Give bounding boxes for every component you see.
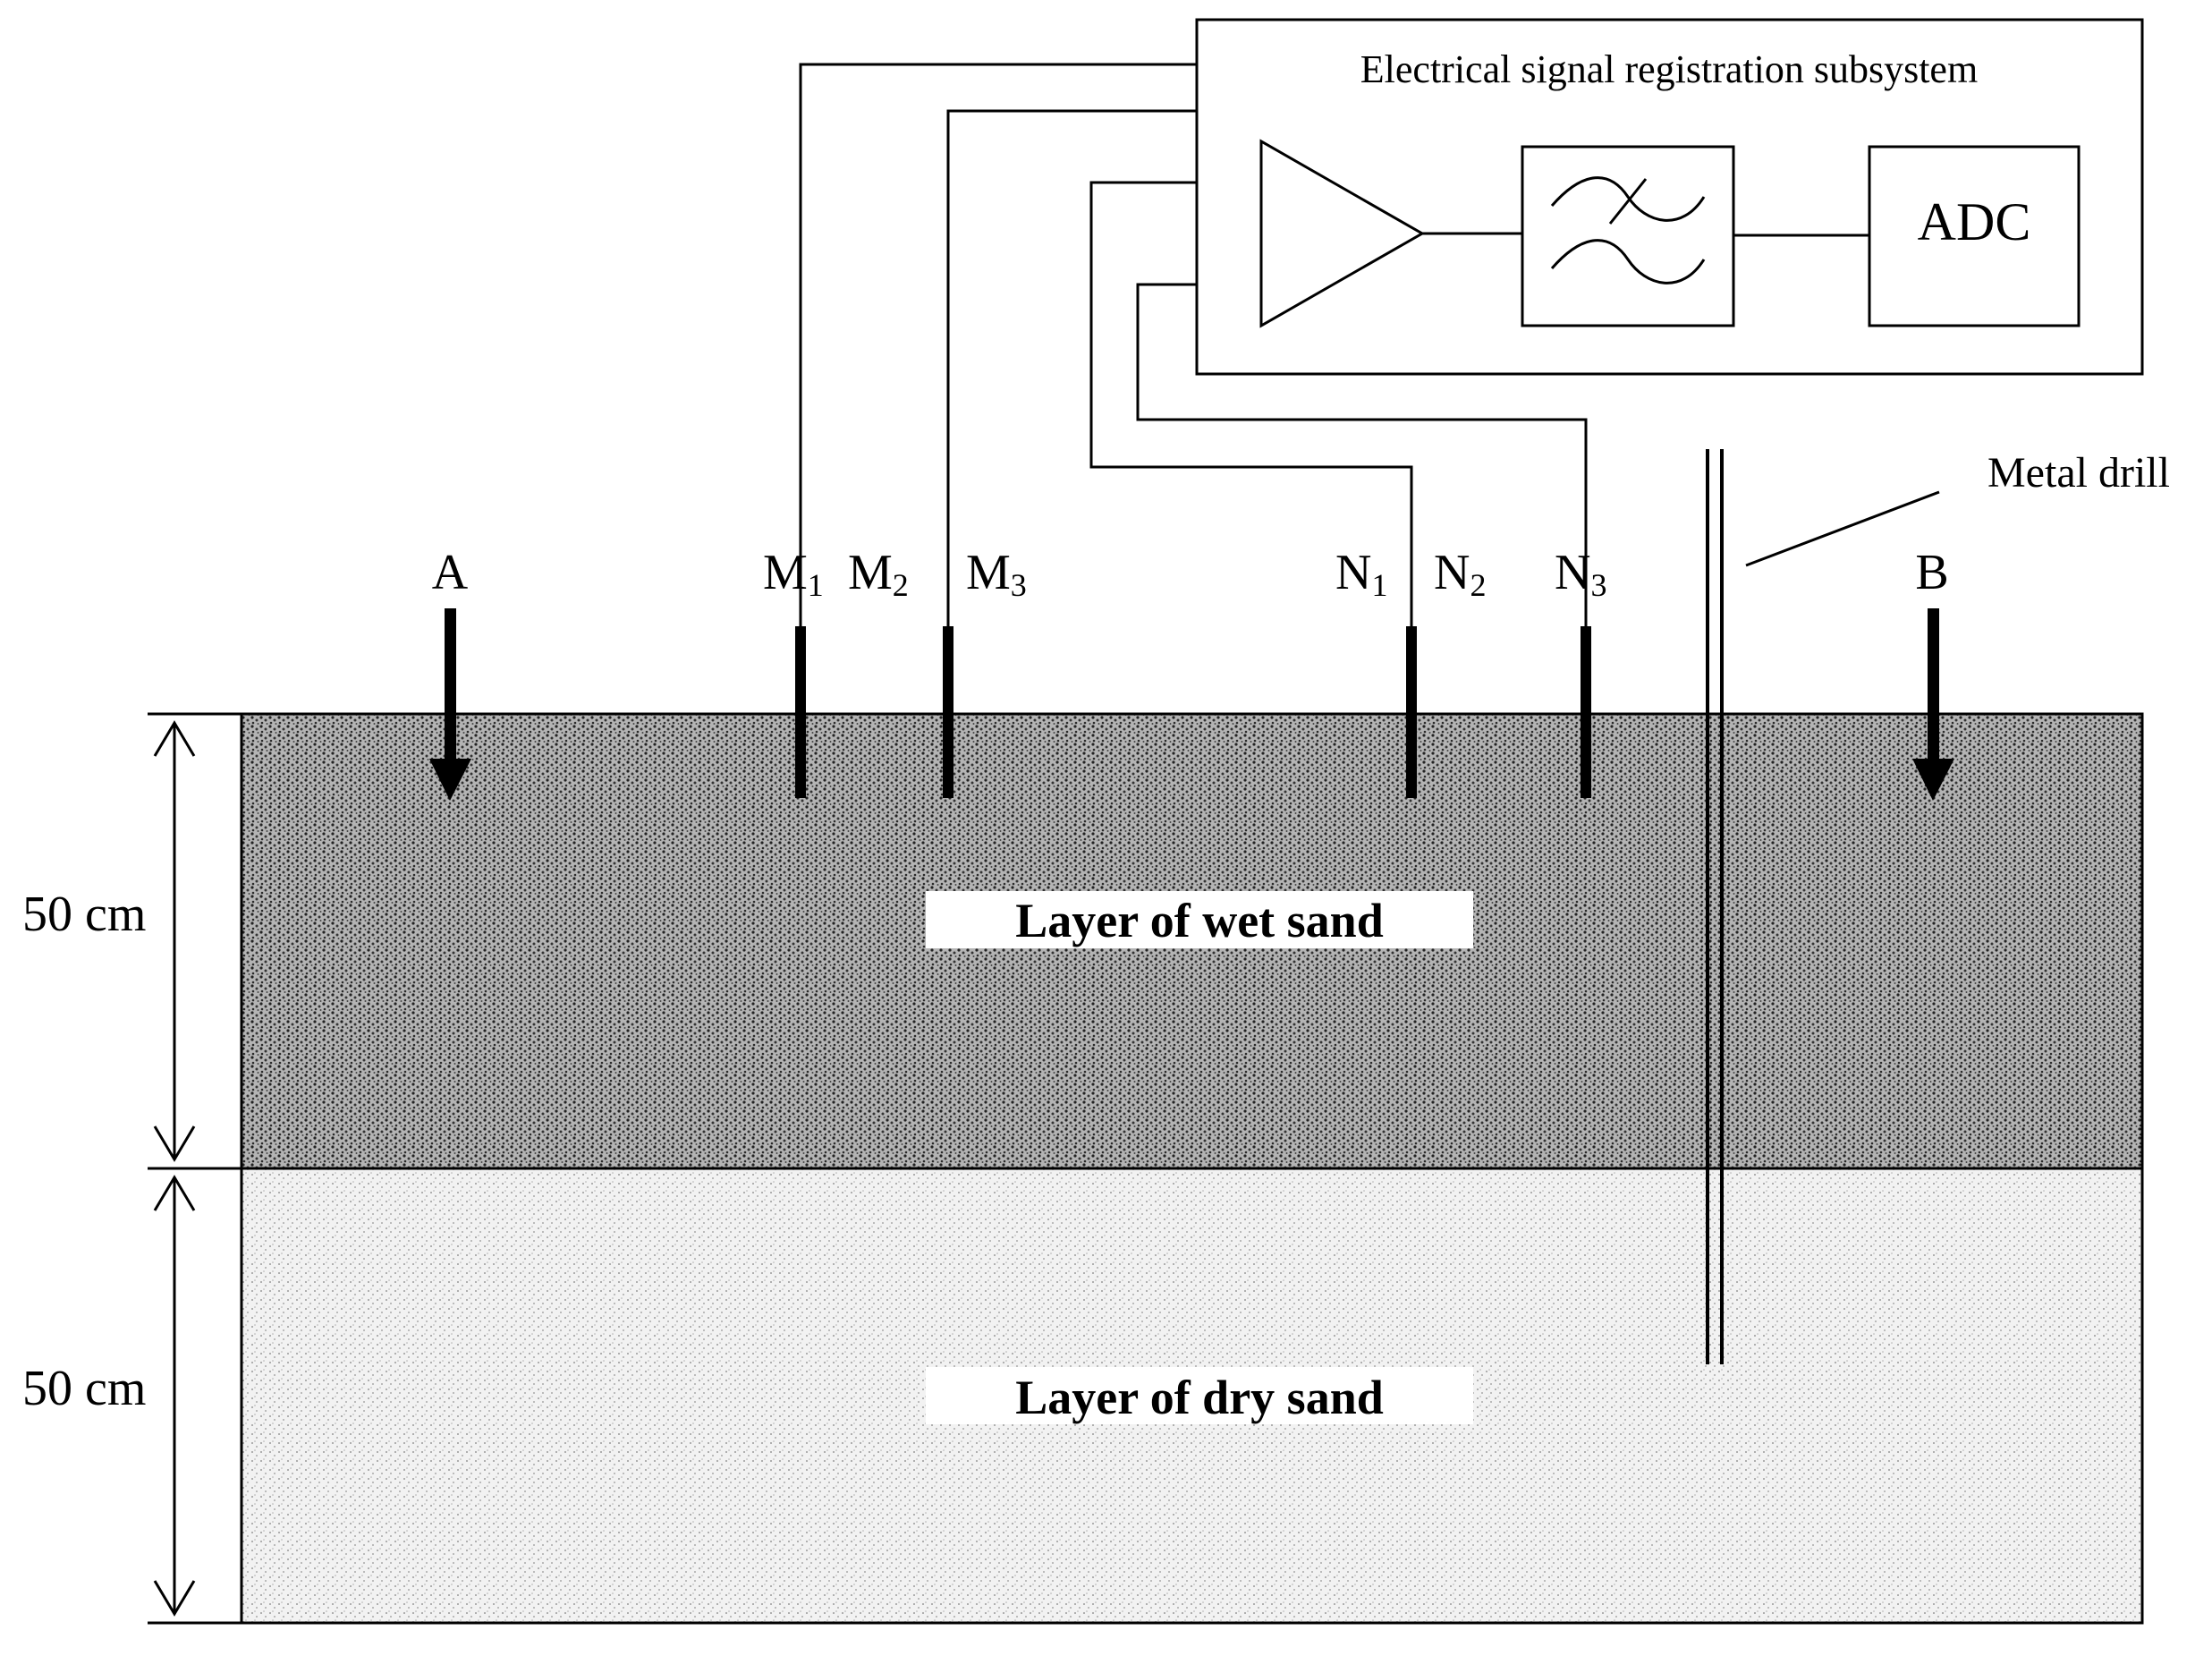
- dry-label-bg: [926, 1367, 1473, 1424]
- drill-label: Metal drill: [1987, 449, 2170, 497]
- label-n3: N3: [1555, 545, 1606, 603]
- wet-thickness-label: 50 cm: [22, 887, 146, 942]
- label-m1: M1: [763, 545, 824, 603]
- wire-n1: [1089, 181, 1413, 626]
- wet-label-bg: [926, 891, 1473, 948]
- wire-m3: [946, 109, 1197, 626]
- drill-leader-line: [1745, 490, 1940, 567]
- dry-layer-label: Layer of dry sand: [1015, 1371, 1384, 1424]
- filter-icon: [1521, 145, 1735, 327]
- wet-layer-label: Layer of wet sand: [1015, 894, 1384, 947]
- label-a: A: [432, 545, 469, 600]
- wire-n3: [1136, 283, 1588, 626]
- adc-label: ADC: [1918, 192, 2031, 251]
- label-m3: M3: [966, 545, 1027, 603]
- current-electrode-b-arrow: [1912, 608, 1954, 801]
- dry-thickness-label: 50 cm: [22, 1361, 146, 1416]
- current-electrode-a-arrow: [429, 608, 471, 801]
- adc-block: [1868, 145, 2081, 327]
- label-n2: N2: [1434, 545, 1486, 603]
- metal-drill: [1706, 449, 1724, 1364]
- label-b: B: [1915, 545, 1948, 600]
- label-m2: M2: [848, 545, 909, 603]
- subsystem-title: Electrical signal registration subsystem: [1360, 47, 1978, 91]
- amplifier-icon: [1259, 139, 1426, 328]
- wire-m1: [799, 63, 1197, 626]
- dry-thickness-arrow: [153, 1175, 196, 1617]
- wet-thickness-arrow: [153, 720, 196, 1162]
- label-n1: N1: [1335, 545, 1387, 603]
